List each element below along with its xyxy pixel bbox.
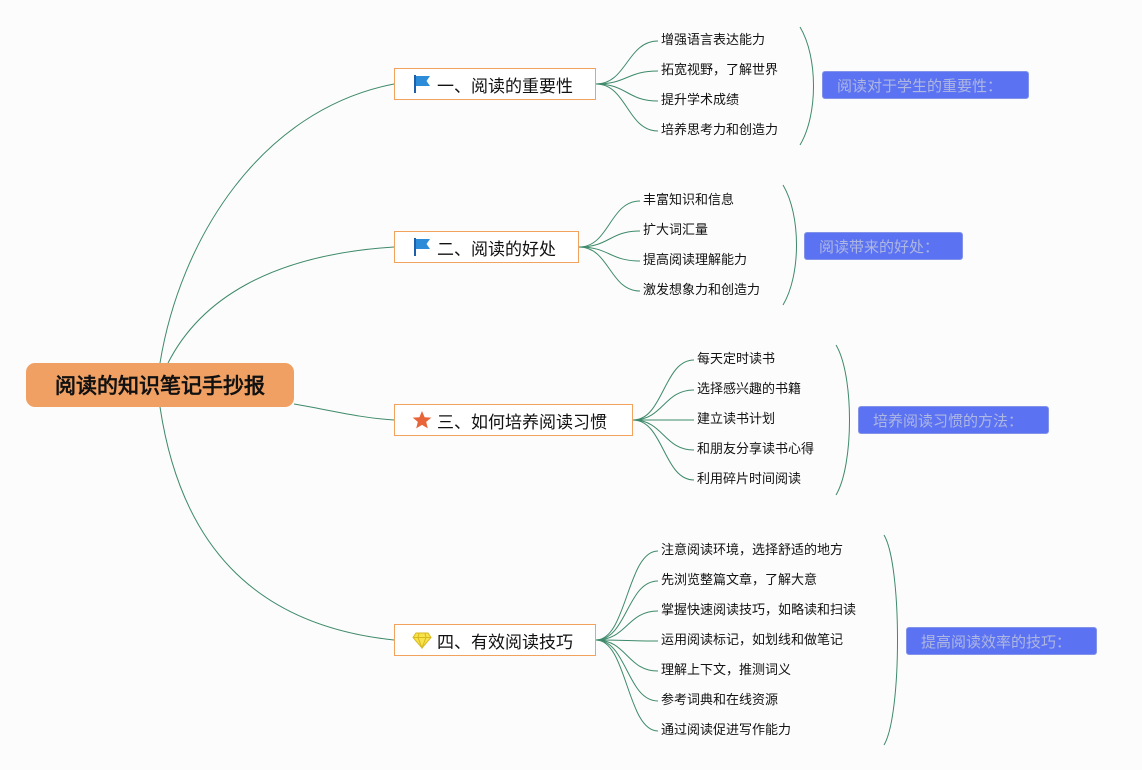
leaf-item[interactable]: 丰富知识和信息 — [643, 193, 735, 208]
leaf-item[interactable]: 激发想象力和创造力 — [643, 283, 761, 298]
leaf-item[interactable]: 注意阅读环境，选择舒适的地方 — [661, 543, 844, 558]
leaf-connector — [578, 246, 641, 292]
leaf-connector — [595, 639, 659, 702]
leaf-item[interactable]: 运用阅读标记，如划线和做笔记 — [661, 633, 844, 648]
leaf-item[interactable]: 增强语言表达能力 — [661, 33, 766, 48]
summary-box-3[interactable]: 培养阅读习惯的方法： — [858, 406, 1049, 434]
leaf-item[interactable]: 和朋友分享读书心得 — [697, 442, 815, 457]
orange-star-icon — [411, 409, 433, 431]
leaf-connector — [595, 639, 659, 642]
leaf-connector — [578, 230, 641, 248]
leaf-connector — [595, 639, 659, 672]
summary-box-1[interactable]: 阅读对于学生的重要性： — [822, 71, 1029, 99]
leaf-connector — [595, 580, 659, 641]
leaf-connector — [595, 83, 659, 102]
root-connector — [159, 83, 395, 364]
leaf-item[interactable]: 参考词典和在线资源 — [661, 693, 779, 708]
leaf-connector — [595, 639, 659, 732]
branch-title: 四、有效阅读技巧 — [437, 632, 573, 653]
branch-topic-1[interactable]: 一、阅读的重要性 — [394, 68, 596, 100]
leaf-connector — [595, 70, 659, 85]
leaf-item[interactable]: 利用碎片时间阅读 — [697, 472, 802, 487]
blue-flag-icon — [411, 236, 433, 258]
leaf-connector — [595, 83, 659, 132]
root-title: 阅读的知识笔记手抄报 — [55, 374, 265, 398]
branch-title: 一、阅读的重要性 — [437, 76, 573, 97]
summary-bracket — [799, 26, 814, 146]
summary-text: 提高阅读效率的技巧： — [921, 632, 1072, 651]
summary-text: 培养阅读习惯的方法： — [873, 411, 1024, 430]
leaf-item[interactable]: 提高阅读理解能力 — [643, 253, 748, 268]
leaf-connector — [632, 419, 695, 451]
branch-topic-3[interactable]: 三、如何培养阅读习惯 — [394, 404, 633, 436]
branch-topic-2[interactable]: 二、阅读的好处 — [394, 231, 579, 263]
leaf-connector — [578, 200, 641, 248]
blue-flag-icon — [411, 73, 433, 95]
leaf-connector — [595, 610, 659, 641]
summary-box-4[interactable]: 提高阅读效率的技巧： — [906, 627, 1097, 655]
leaf-connector — [632, 389, 695, 421]
summary-text: 阅读带来的好处： — [819, 237, 940, 256]
yellow-diamond-icon — [411, 629, 433, 651]
leaf-connector — [632, 359, 695, 421]
leaf-item[interactable]: 通过阅读促进写作能力 — [661, 723, 792, 738]
summary-bracket — [782, 184, 797, 306]
summary-box-2[interactable]: 阅读带来的好处： — [804, 232, 963, 260]
summary-bracket — [883, 534, 898, 746]
leaf-item[interactable]: 理解上下文，推测词义 — [661, 663, 792, 678]
root-connector — [293, 403, 395, 421]
leaf-item[interactable]: 掌握快速阅读技巧，如略读和扫读 — [661, 603, 857, 618]
branch-title: 三、如何培养阅读习惯 — [437, 412, 607, 433]
leaf-item[interactable]: 先浏览整篇文章，了解大意 — [661, 573, 818, 588]
leaf-item[interactable]: 拓宽视野，了解世界 — [661, 63, 779, 78]
leaf-item[interactable]: 提升学术成绩 — [661, 93, 740, 108]
root-connector — [167, 246, 395, 364]
leaf-item[interactable]: 每天定时读书 — [697, 352, 776, 367]
root-connector — [159, 406, 395, 641]
leaf-connector — [578, 246, 641, 262]
root-topic[interactable]: 阅读的知识笔记手抄报 — [26, 363, 294, 407]
leaf-item[interactable]: 建立读书计划 — [697, 412, 776, 427]
branch-topic-4[interactable]: 四、有效阅读技巧 — [394, 624, 596, 656]
leaf-item[interactable]: 选择感兴趣的书籍 — [697, 382, 802, 397]
summary-bracket — [835, 344, 850, 496]
branch-title: 二、阅读的好处 — [437, 239, 556, 260]
leaf-connector — [595, 40, 659, 85]
leaf-connector — [632, 419, 695, 481]
leaf-connector — [595, 550, 659, 641]
leaf-item[interactable]: 培养思考力和创造力 — [661, 123, 779, 138]
leaf-item[interactable]: 扩大词汇量 — [643, 223, 709, 238]
summary-text: 阅读对于学生的重要性： — [837, 76, 1003, 95]
